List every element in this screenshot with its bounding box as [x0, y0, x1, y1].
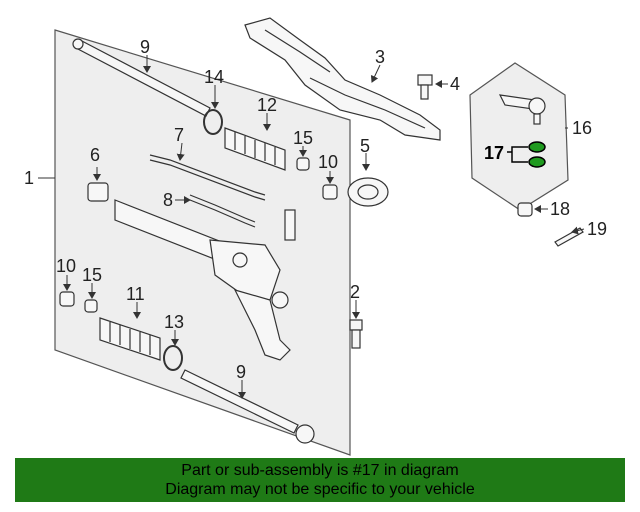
tie-rod-end-panel	[469, 62, 569, 211]
callout-15-lower[interactable]: 15	[82, 265, 102, 285]
callout-14[interactable]: 14	[204, 67, 224, 87]
nut-part	[517, 202, 533, 217]
callout-5[interactable]: 5	[360, 136, 370, 156]
callout-16[interactable]: 16	[572, 118, 592, 138]
callout-10-upper[interactable]: 10	[318, 152, 338, 172]
callout-11[interactable]: 11	[126, 284, 145, 304]
info-banner: Part or sub-assembly is #17 in diagram D…	[15, 458, 625, 502]
seal-upper[interactable]	[528, 141, 546, 153]
callout-10-lower[interactable]: 10	[56, 256, 76, 276]
tie-rod-end-part	[498, 94, 546, 125]
inner-tie-rod-part	[72, 38, 315, 444]
callout-9-lower[interactable]: 9	[236, 362, 246, 382]
parts-diagram: 1 9 14 12 7 6 8 15 10 3 4 5 16 17 18 19 …	[24, 17, 607, 456]
callout-12[interactable]: 12	[257, 95, 277, 115]
callout-17[interactable]: 17	[484, 143, 504, 163]
tube-part	[149, 154, 266, 228]
callout-4[interactable]: 4	[450, 74, 460, 94]
callout-7[interactable]: 7	[174, 125, 184, 145]
banner-line-2: Diagram may not be specific to your vehi…	[165, 481, 475, 498]
callout-8[interactable]: 8	[163, 190, 173, 210]
clamp-part	[163, 109, 223, 371]
bolt-2-part	[349, 319, 363, 349]
callout-2[interactable]: 2	[350, 282, 360, 302]
seal-lower[interactable]	[528, 156, 546, 168]
part-17-highlight[interactable]	[507, 141, 546, 168]
callout-3[interactable]: 3	[375, 47, 385, 67]
callout-1[interactable]: 1	[24, 168, 34, 188]
callout-19[interactable]: 19	[587, 219, 607, 239]
bolt-part	[417, 74, 433, 100]
callout-9-upper[interactable]: 9	[140, 37, 150, 57]
banner-line-1: Part or sub-assembly is #17 in diagram	[181, 462, 459, 479]
callout-18[interactable]: 18	[550, 199, 570, 219]
bushing-part	[59, 157, 338, 313]
rack-housing-part	[114, 199, 296, 361]
callout-6[interactable]: 6	[90, 145, 100, 165]
bracket-part	[244, 17, 441, 141]
mount-part	[347, 177, 389, 207]
boot-part	[99, 127, 286, 361]
callout-labels: 1 9 14 12 7 6 8 15 10 3 4 5 16 17 18 19 …	[24, 37, 607, 382]
leader-lines	[38, 55, 585, 399]
callout-13[interactable]: 13	[164, 312, 184, 332]
callout-15-upper[interactable]: 15	[293, 128, 313, 148]
